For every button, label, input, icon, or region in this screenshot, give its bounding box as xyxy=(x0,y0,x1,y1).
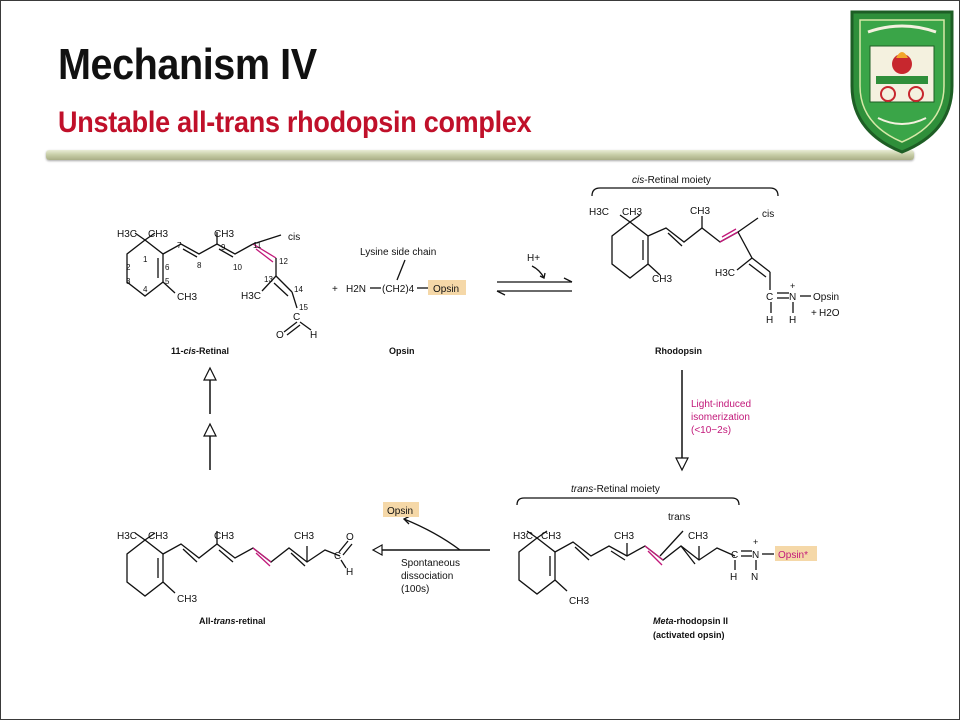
hydrogen-atom: H xyxy=(310,330,317,341)
carbon-number: 14 xyxy=(294,285,303,294)
h3c-label: H3C xyxy=(589,207,609,218)
oxygen-atom: O xyxy=(276,330,284,341)
water-label: H2O xyxy=(819,308,840,319)
cis-label: cis xyxy=(762,209,774,220)
dissociation-arrow xyxy=(371,515,490,557)
carbon-atom: C xyxy=(731,550,738,561)
carbon-atom: C xyxy=(334,551,341,562)
metarhodopsin-structure xyxy=(516,497,774,595)
dissociation-label: dissociation xyxy=(401,571,453,582)
opsin-box-label: Opsin xyxy=(433,284,459,295)
oxygen-atom: O xyxy=(346,532,354,543)
carbon-number: 4 xyxy=(143,285,148,294)
carbon-number: 9 xyxy=(221,243,226,252)
regeneration-arrows xyxy=(203,366,217,470)
opsin-protein-box xyxy=(428,280,466,295)
carbon-number: 6 xyxy=(165,263,170,272)
trans-label: trans xyxy=(668,512,690,523)
rhodopsin-name: Rhodopsin xyxy=(655,346,702,356)
ch3-label: CH3 xyxy=(688,531,708,542)
hydrogen-atom: H xyxy=(789,315,796,326)
equilibrium-arrows xyxy=(496,265,573,296)
slide-title: Mechanism IV xyxy=(58,40,317,89)
retinal-11-cis-name: 11-cis-Retinal xyxy=(171,346,229,356)
carbon-number: 3 xyxy=(126,277,131,286)
ch3-label: CH3 xyxy=(177,292,197,303)
nitrogen-atom: N xyxy=(789,292,796,303)
logo-seal-icon xyxy=(850,10,954,154)
hydrogen-atom: H xyxy=(730,572,737,583)
positive-charge: + xyxy=(790,281,795,291)
activated-opsin-label: (activated opsin) xyxy=(653,630,725,640)
h3c-label: H3C xyxy=(513,531,533,542)
carbon-number: 2 xyxy=(126,263,131,272)
ch3-label: CH3 xyxy=(541,531,561,542)
ch3-label: CH3 xyxy=(177,594,197,605)
ch3-label: CH3 xyxy=(614,531,634,542)
carbon-number: 5 xyxy=(165,277,170,286)
amine-group: H2N xyxy=(346,284,366,295)
carbon-number: 11 xyxy=(253,241,262,250)
plus-sign: + xyxy=(811,308,817,319)
carbon-atom: C xyxy=(766,292,773,303)
opsin-star-label: Opsin* xyxy=(778,550,808,561)
carbon-number: 10 xyxy=(233,263,242,272)
light-induced-label: Light-induced xyxy=(691,399,751,410)
hydrogen-atom: H xyxy=(346,567,353,578)
timescale-label: (<10−2s) xyxy=(691,425,731,436)
ch3-label: CH3 xyxy=(652,274,672,285)
slide-subtitle: Unstable all-trans rhodopsin complex xyxy=(58,106,532,139)
opsin-name: Opsin xyxy=(389,346,415,356)
h3c-label: H3C xyxy=(241,291,261,302)
ch3-label: CH3 xyxy=(148,531,168,542)
lysine-side-chain-label: Lysine side chain xyxy=(360,247,436,258)
ch3-label: CH3 xyxy=(214,531,234,542)
cis-retinal-moiety-label: cis-Retinal moiety xyxy=(632,175,711,186)
retinal-11-cis-structure xyxy=(126,232,312,336)
carbon-number: 13 xyxy=(264,275,273,284)
carbon-number: 15 xyxy=(299,303,308,312)
spontaneous-label: Spontaneous xyxy=(401,558,460,569)
ch3-label: CH3 xyxy=(148,229,168,240)
proton-label: H+ xyxy=(527,253,540,264)
carbon-number: 7 xyxy=(177,241,182,250)
plus-sign: + xyxy=(332,284,338,295)
all-trans-retinal-name: All-trans-retinal xyxy=(199,616,266,626)
dissociation-timescale: (100s) xyxy=(401,584,429,595)
ch3-label: CH3 xyxy=(622,207,642,218)
ch3-label: CH3 xyxy=(690,206,710,217)
carbon-number: 12 xyxy=(279,257,288,266)
title-divider xyxy=(46,150,914,160)
metarhodopsin-name: Meta-rhodopsin II xyxy=(653,616,728,626)
hydrogen-atom: H xyxy=(766,315,773,326)
h3c-label: H3C xyxy=(117,229,137,240)
h3c-label: H3C xyxy=(715,268,735,279)
opsin-released-box xyxy=(383,502,419,517)
isomerization-arrow xyxy=(675,370,689,472)
opsin-released-label: Opsin xyxy=(387,506,413,517)
isomerization-label: isomerization xyxy=(691,412,750,423)
ch3-label: CH3 xyxy=(294,531,314,542)
cis-label: cis xyxy=(288,232,300,243)
opsin-star-box xyxy=(775,546,817,561)
positive-charge: + xyxy=(753,537,758,547)
ch3-label: CH3 xyxy=(569,596,589,607)
rhodopsin-structure xyxy=(591,187,811,313)
trans-retinal-moiety-label: trans-Retinal moiety xyxy=(571,484,660,495)
carbon-number: 1 xyxy=(143,255,148,264)
methylene-chain: (CH2)4 xyxy=(382,284,415,295)
all-trans-retinal-structure xyxy=(126,531,353,597)
ch3-label: CH3 xyxy=(214,229,234,240)
pointer-line xyxy=(396,259,406,281)
carbon-number: 8 xyxy=(197,261,202,270)
nitrogen-atom: N xyxy=(752,550,759,561)
carbon-atom: C xyxy=(293,312,300,323)
h3c-label: H3C xyxy=(117,531,137,542)
opsin-label: Opsin xyxy=(813,292,839,303)
nitrogen-atom: N xyxy=(751,572,758,583)
